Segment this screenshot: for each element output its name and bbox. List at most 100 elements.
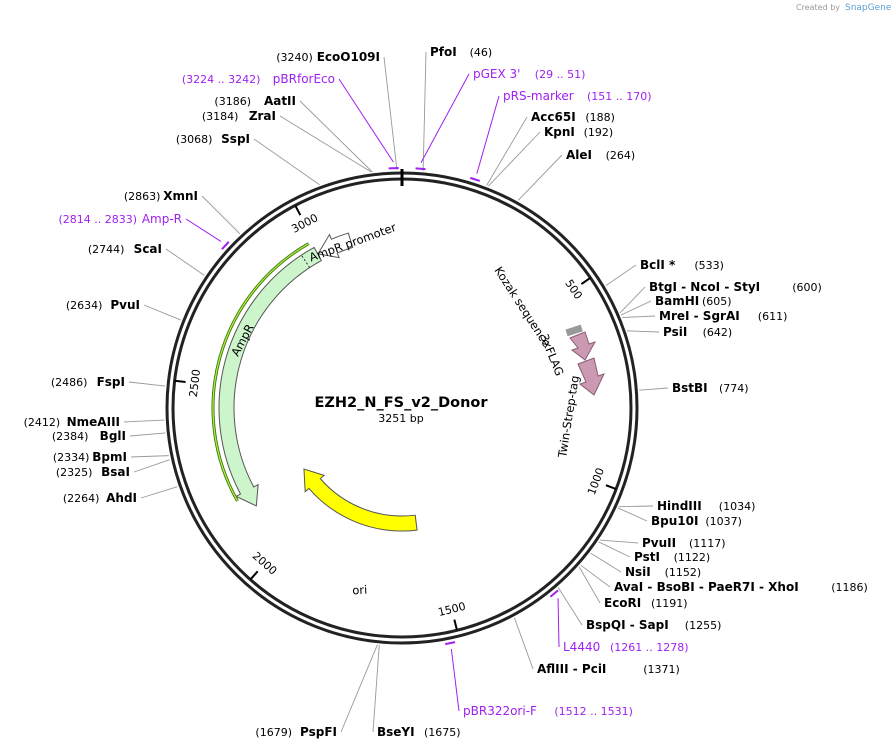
site-kpni: KpnI(192) <box>544 125 613 139</box>
ori-label: ori <box>352 583 368 598</box>
site-ahdi: AhdI(2264) <box>63 491 137 505</box>
site-position: (2863) <box>124 190 161 203</box>
site-position: (2264) <box>63 492 100 505</box>
site-leader-line <box>486 116 528 186</box>
scale-tick <box>580 277 591 285</box>
primer-name: Amp-R <box>142 212 182 226</box>
primer-leader-line <box>557 598 560 648</box>
ampr-domain-boundary <box>301 254 311 268</box>
site-alei: AleI(264) <box>566 148 635 162</box>
site-hindiii: HindIII (1034) <box>657 499 755 513</box>
site-name: HindIII <box>657 499 702 513</box>
primer-pgex-3: pGEX 3' (29 .. 51) <box>415 67 586 171</box>
site-name: BglI <box>100 429 126 443</box>
site-psti: PstI(1122) <box>634 550 710 564</box>
site-ecoo109i: EcoO109I (3240) <box>276 50 380 64</box>
site-psii: PsiI (642) <box>663 325 732 339</box>
site-leader-line <box>590 552 622 573</box>
site-position: (192) <box>584 126 614 139</box>
site-xmni: XmnI(2863) <box>124 189 198 203</box>
site-bstbi: BstBI(774) <box>672 381 749 395</box>
site-bpmi: BpmI(2334) <box>53 450 127 464</box>
site-leader-line <box>578 566 601 604</box>
primer-amp-r: Amp-R(2814 .. 2833) <box>58 212 230 250</box>
primer-range: (1261 .. 1278) <box>610 641 689 654</box>
primer-name: L4440 <box>563 640 600 654</box>
site-name: PsiI <box>663 325 687 339</box>
site-leader-line <box>123 419 165 423</box>
ampr-promoter-label: AmpR promoter <box>307 220 398 265</box>
scale-tick <box>294 204 302 216</box>
site-position: (2412) <box>24 416 61 429</box>
site-pvuii: PvuII(1117) <box>642 536 726 550</box>
primer-range: (29 .. 51) <box>535 68 586 81</box>
primer-leader-line <box>185 218 222 242</box>
site-position: (1117) <box>689 537 726 550</box>
site-position: (2384) <box>52 430 89 443</box>
site-afliii-pcii: AflIII - PciI(1371) <box>537 662 680 676</box>
primer-mark <box>221 241 230 250</box>
site-leader-line <box>517 154 563 201</box>
ampr-strand-highlight-inner <box>212 243 310 502</box>
site-bgli: BglI (2384) <box>52 429 126 443</box>
site-position: (2334) <box>53 451 90 464</box>
site-name: NmeAIII <box>67 415 120 429</box>
scale-tick-label: 3000 <box>289 211 320 236</box>
site-leader-line <box>639 387 669 391</box>
primer-leader-line <box>476 95 500 174</box>
site-bseyi: BseYI(1675) <box>377 725 461 739</box>
3xflag-label: 3xFLAG <box>537 332 566 378</box>
primer-name: pRS-marker <box>503 89 574 103</box>
site-position: (642) <box>703 326 733 339</box>
scale-tick <box>249 570 259 581</box>
site-leader-line <box>618 505 654 508</box>
plasmid-length: 3251 bp <box>378 412 423 425</box>
primer-mark <box>469 176 481 182</box>
site-leader-line <box>627 330 660 333</box>
site-position: (1034) <box>719 500 756 513</box>
scale-tick-label: 2000 <box>250 549 280 577</box>
site-name: BsaI <box>101 465 130 479</box>
site-acc65i: Acc65I(188) <box>531 110 615 124</box>
site-position: (3186) <box>214 95 251 108</box>
site-leader-line <box>422 51 427 171</box>
site-leader-line <box>487 131 541 187</box>
site-leader-line <box>619 286 646 314</box>
ori-feature <box>303 468 418 532</box>
site-position: (3240) <box>276 51 313 64</box>
scale-tick <box>453 619 458 631</box>
primer-prs-marker: pRS-marker(151 .. 170) <box>469 89 652 182</box>
site-leader-line <box>622 315 656 318</box>
site-position: (2634) <box>66 299 103 312</box>
site-nmeaiii: NmeAIII (2412) <box>24 415 120 429</box>
credit-brand: SnapGene <box>845 3 892 13</box>
site-bspqi-sapi: BspQI - SapI(1255) <box>586 618 721 632</box>
site-position: (533) <box>694 259 724 272</box>
site-leader-line <box>598 541 631 558</box>
site-position: (1675) <box>424 726 461 739</box>
site-leader-line <box>383 56 398 171</box>
primer-leader-line <box>420 73 470 163</box>
site-position: (188) <box>585 111 615 124</box>
site-name: EcoO109I <box>317 50 380 64</box>
scale-tick-label: 1000 <box>585 466 607 497</box>
site-name: NsiI <box>625 565 651 579</box>
site-name: AflIII - PciI <box>537 662 606 676</box>
site-leader-line <box>129 432 166 437</box>
site-ecori: EcoRI(1191) <box>604 596 688 610</box>
scale-tick-label: 500 <box>562 277 585 302</box>
site-bpu10i: Bpu10I(1037) <box>651 514 742 528</box>
site-name: PfoI <box>430 45 457 59</box>
site-name: AvaI - BsoBI - PaeR7I - XhoI <box>614 580 799 594</box>
site-leader-line <box>201 195 241 235</box>
site-name: EcoRI <box>604 596 641 610</box>
site-position: (1679) <box>255 726 292 739</box>
site-leader-line <box>605 264 637 286</box>
primer-name: pGEX 3' <box>473 67 520 81</box>
primer-name: pBRforEco <box>273 72 335 86</box>
site-name: ZraI <box>249 109 276 123</box>
kozak-sequence-mark <box>565 324 583 337</box>
primer-leader-line <box>450 648 460 712</box>
site-name: AatII <box>264 94 296 108</box>
site-position: (2325) <box>56 466 93 479</box>
